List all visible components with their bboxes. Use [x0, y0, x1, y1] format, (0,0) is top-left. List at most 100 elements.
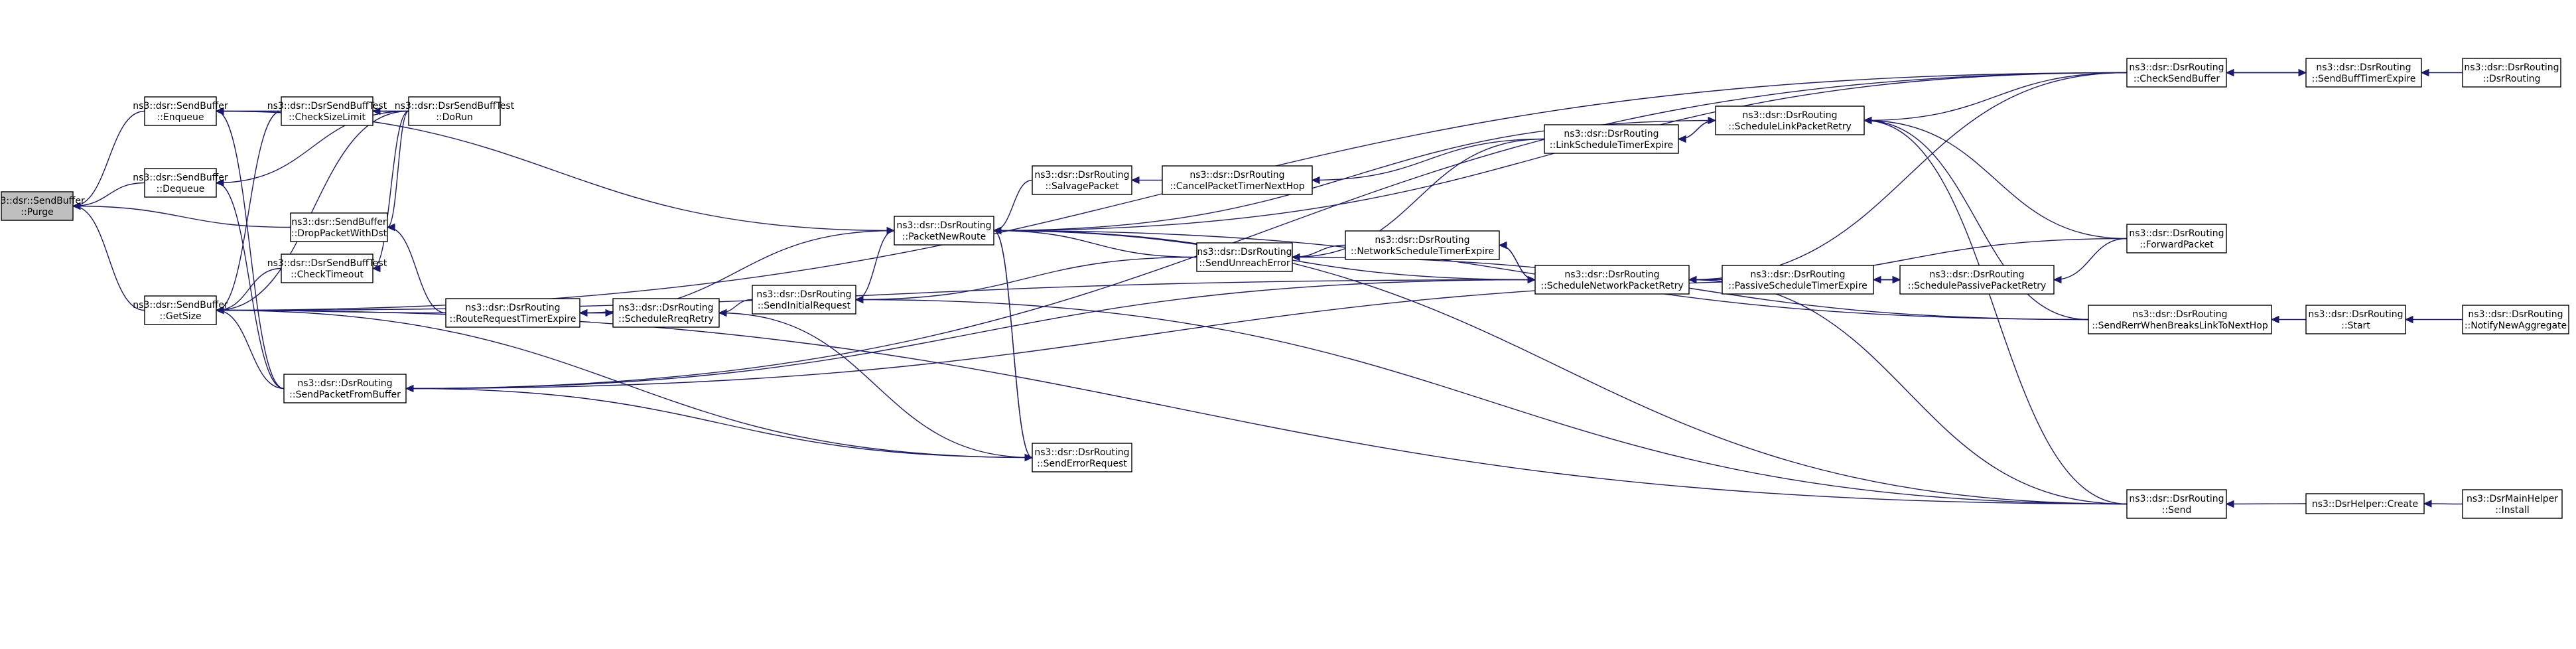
node-label: ::DropPacketWithDst [291, 228, 387, 239]
node-label: ns3::dsr::DsrRouting [2308, 309, 2403, 320]
node-dsrrouting[interactable]: ns3::dsr::DsrRouting::DsrRouting [2462, 58, 2561, 88]
node-checksizelimit[interactable]: ns3::dsr::DsrSendBuffTest::CheckSizeLimi… [267, 96, 387, 126]
node-label: ns3::dsr::DsrRouting [896, 220, 991, 231]
node-label: ::CheckSizeLimit [289, 112, 366, 123]
node-label: ns3::dsr::DsrRouting [1564, 129, 1659, 139]
node-label: ns3::dsr::DsrRouting [297, 378, 392, 389]
edge-send-to-schedulelinkpacketretry [1863, 116, 2128, 505]
node-label: ns3::dsr::DsrRouting [1564, 269, 1659, 280]
arrowhead-icon [605, 309, 614, 317]
node-routerequesttimerexpire[interactable]: ns3::dsr::DsrRouting::RouteRequestTimerE… [445, 298, 580, 328]
node-checktimeout[interactable]: ns3::dsr::DsrSendBuffTest::CheckTimeout [267, 253, 387, 283]
edge-sendpacketfrombuffer-to-getsize [215, 306, 285, 390]
node-label: ::Enqueue [157, 112, 204, 123]
node-schedulelinkpacketretry[interactable]: ns3::dsr::DsrRouting::ScheduleLinkPacket… [1715, 106, 1865, 135]
edge-networkscheduletimerexpire-to-sendunreacherror [1291, 244, 1346, 261]
node-purge[interactable]: ns3::dsr::SendBuffer::Purge [0, 191, 85, 221]
node-box [290, 212, 388, 242]
node-label: ns3::dsr::DsrRouting [2464, 62, 2559, 73]
edge-linkscheduletimerexpire-to-schedulelinkpacketretry [1678, 116, 1717, 140]
node-notifynewaggregate[interactable]: ns3::dsr::DsrRouting::NotifyNewAggregate [2462, 305, 2569, 334]
node-label: ::DoRun [436, 112, 473, 123]
node-label: ns3::dsr::DsrRouting [2129, 228, 2224, 239]
node-passivescheduletimerexpire[interactable]: ns3::dsr::DsrRouting::PassiveScheduleTim… [1722, 265, 1874, 295]
node-sendunreacherror[interactable]: ns3::dsr::DsrRouting::SendUnreachError [1196, 242, 1293, 272]
node-schedulereqretry[interactable]: ns3::dsr::DsrRouting::ScheduleRreqRetry [612, 298, 720, 328]
arrowhead-icon [215, 306, 224, 315]
node-sendinitialrequest[interactable]: ns3::dsr::DsrRouting::SendInitialRequest [752, 285, 856, 315]
node-box [1544, 124, 1679, 154]
edge-line [1292, 256, 2089, 321]
arrowhead-icon [1527, 275, 1536, 284]
edge-sendpacketfrombuffer-to-schedulenetworkpacketretry [405, 275, 1536, 390]
edge-line [405, 388, 1033, 459]
node-label: ns3::dsr::DsrSendBuffTest [395, 101, 515, 111]
edge-line [405, 279, 1536, 390]
node-forwardpacket[interactable]: ns3::dsr::DsrRouting::ForwardPacket [2126, 224, 2227, 253]
node-label: ::ScheduleNetworkPacketRetry [1540, 281, 1683, 291]
edge-layer [72, 68, 2463, 508]
node-label: ns3::dsr::DsrRouting [618, 303, 713, 313]
node-label: ns3::dsr::DsrRouting [2316, 62, 2411, 73]
arrowhead-icon [1130, 176, 1140, 184]
node-label: ns3::dsr::DsrSendBuffTest [267, 101, 387, 111]
edge-line [72, 182, 145, 207]
arrowhead-icon [215, 107, 224, 115]
arrowhead-icon [1708, 116, 1717, 125]
node-cancelpackettimernexthop[interactable]: ns3::dsr::DsrRouting::CancelPacketTimerN… [1162, 165, 1313, 195]
edge-senderrwhenbreakslinktonexthop-to-sendunreacherror [1291, 253, 2089, 321]
edge-line [1864, 119, 2089, 321]
node-networkscheduletimerexpire[interactable]: ns3::dsr::DsrRouting::NetworkScheduleTim… [1345, 230, 1500, 260]
node-label: ns3::dsr::DsrRouting [465, 303, 560, 313]
edge-line [216, 110, 409, 184]
node-dequeue[interactable]: ns3::dsr::SendBuffer::Dequeue [133, 168, 228, 198]
node-schedulenetworkpacketretry[interactable]: ns3::dsr::DsrRouting::ScheduleNetworkPac… [1534, 265, 1690, 295]
node-box [1, 191, 74, 221]
node-sendbufftimerexpire[interactable]: ns3::dsr::DsrRouting::SendBuffTimerExpir… [2305, 58, 2422, 88]
edge-schedulenetworkpacketretry-to-networkscheduletimerexpire [1498, 241, 1536, 281]
edge-forwardpacket-to-schedulepassivepacketretry [2053, 238, 2128, 284]
node-packetnewroute[interactable]: ns3::dsr::DsrRouting::PacketNewRoute [894, 216, 994, 246]
edge-line [216, 110, 409, 311]
edge-forwardpacket-to-schedulelinkpacketretry [1863, 116, 2128, 240]
node-label: ::SendUnreachError [1199, 258, 1290, 269]
edge-cancelpackettimernexthop-to-salvagepacket [1130, 176, 1163, 184]
node-box [612, 298, 720, 328]
node-schedulepassivepacketretry[interactable]: ns3::dsr::DsrRouting::SchedulePassivePac… [1899, 265, 2055, 295]
node-label: ns3::dsr::DsrRouting [1034, 447, 1129, 458]
node-checksendbuffer[interactable]: ns3::dsr::DsrRouting::CheckSendBuffer [2126, 58, 2227, 88]
node-label: ns3::dsr::DsrRouting [1034, 170, 1129, 180]
edge-dsrrouting-to-sendbufftimerexpire [2420, 68, 2463, 77]
edge-line [72, 205, 291, 228]
node-label: ns3::dsr::SendBuffer [291, 217, 387, 228]
node-box [2462, 305, 2569, 334]
node-start[interactable]: ns3::dsr::DsrRouting::Start [2305, 305, 2406, 334]
node-sendpacketfrombuffer[interactable]: ns3::dsr::DsrRouting::SendPacketFromBuff… [283, 374, 407, 403]
node-label: ::SendErrorRequest [1037, 459, 1127, 469]
node-senderrorrequest[interactable]: ns3::dsr::DsrRouting::SendErrorRequest [1032, 443, 1132, 472]
node-label: ::LinkScheduleTimerExpire [1550, 140, 1673, 151]
node-label: ns3::dsr::DsrRouting [2468, 309, 2563, 320]
node-box [2088, 305, 2272, 334]
node-getsize[interactable]: ns3::dsr::SendBuffer::GetSize [133, 295, 228, 325]
edge-helpercreate-to-send [2225, 500, 2307, 508]
node-label: ns3::dsr::DsrRouting [1189, 170, 1284, 180]
node-box [144, 295, 217, 325]
node-salvagepacket[interactable]: ns3::dsr::DsrRouting::SalvagePacket [1032, 165, 1132, 195]
node-droppacketwithdst[interactable]: ns3::dsr::SendBuffer::DropPacketWithDst [290, 212, 388, 242]
node-label: ns3::dsr::DsrRouting [1929, 269, 2024, 280]
node-send[interactable]: ns3::dsr::DsrRouting::Send [2126, 489, 2227, 519]
node-dorun[interactable]: ns3::dsr::DsrSendBuffTest::DoRun [395, 96, 515, 126]
node-mainhelperinstall[interactable]: ns3::DsrMainHelper::Install [2462, 489, 2563, 519]
node-senderrwhenbreakslinktonexthop[interactable]: ns3::dsr::DsrRouting::SendRerrWhenBreaks… [2088, 305, 2272, 334]
edge-salvagepacket-to-packetnewroute [992, 179, 1033, 235]
edge-senderrwhenbreakslinktonexthop-to-schedulelinkpacketretry [1863, 116, 2089, 321]
arrowhead-icon [72, 202, 81, 210]
node-enqueue[interactable]: ns3::dsr::SendBuffer::Enqueue [133, 96, 228, 126]
node-label: ::PacketNewRoute [902, 232, 986, 242]
arrowhead-icon [386, 223, 395, 232]
node-helpercreate[interactable]: ns3::DsrHelper::Create [2305, 493, 2425, 514]
node-label: ns3::dsr::DsrRouting [2132, 309, 2227, 320]
node-linkscheduletimerexpire[interactable]: ns3::dsr::DsrRouting::LinkScheduleTimerE… [1544, 124, 1679, 154]
